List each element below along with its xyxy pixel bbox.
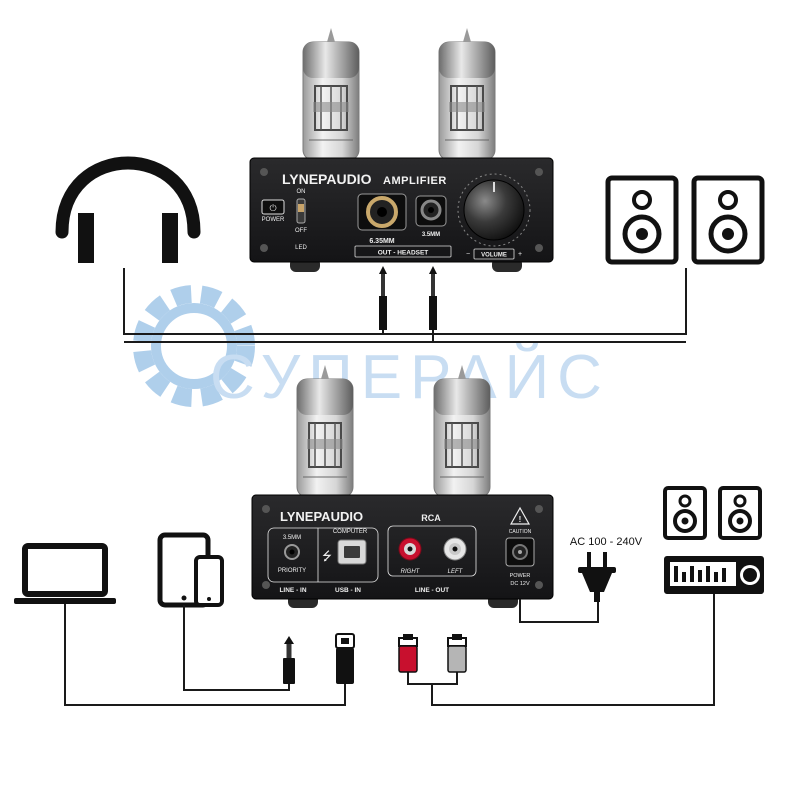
line-in-label: LINE - IN <box>279 587 306 594</box>
laptop-icon <box>14 543 116 604</box>
watermark-text: СУПЕРАЙС <box>210 342 610 412</box>
front-model: AMPLIFIER <box>383 175 447 187</box>
power-input-label: POWER <box>510 573 531 579</box>
line-out-label: LINE - OUT <box>415 587 449 594</box>
speaker-icon <box>691 175 765 265</box>
small-speaker-icon <box>663 486 707 540</box>
priority-label: PRIORITY <box>278 568 306 574</box>
back-brand: LYNEPAUDIO <box>280 509 363 524</box>
switch-on-label: ON <box>297 189 306 195</box>
computer-label: COMPUTER <box>333 529 368 535</box>
jack-6-35-label: 6.35MM <box>369 238 394 245</box>
volume-label: VOLUME <box>481 253 507 259</box>
led-label: LED <box>295 245 307 251</box>
small-speaker-icon <box>718 486 762 540</box>
caution-label: CAUTION <box>509 529 532 535</box>
headphones-icon <box>55 156 201 263</box>
amplifier-front: LYNEPAUDIO AMPLIFIER ⏻ POWER ON OFF LED … <box>249 27 554 272</box>
usb-plug-icon <box>335 633 355 684</box>
rca-left-label: LEFT <box>448 569 464 575</box>
power-button-label: POWER <box>262 217 285 223</box>
speaker-icon <box>605 175 679 265</box>
caution-icon <box>509 506 531 525</box>
usb-in-label: USB - IN <box>335 587 361 594</box>
line-in-plug-icon <box>283 636 295 684</box>
plug-3-5-icon <box>429 266 437 330</box>
rca-white-plug-icon <box>447 634 467 673</box>
switch-off-label: OFF <box>295 228 307 234</box>
volume-knob[interactable] <box>463 179 525 241</box>
volume-minus: − <box>466 251 470 258</box>
jack-3-5-label: 3.5MM <box>422 232 440 238</box>
headset-output-label: OUT - HEADSET <box>378 250 429 257</box>
ac-voltage-label: AC 100 - 240V <box>570 536 643 548</box>
smartphone-icon <box>194 555 224 607</box>
power-button[interactable] <box>261 199 285 215</box>
external-amplifier-icon <box>664 556 764 594</box>
volume-plus: + <box>518 251 522 258</box>
svg-text:!: ! <box>519 515 522 524</box>
gear-logo-icon <box>133 285 255 407</box>
bottom-wiring <box>64 594 715 706</box>
plug-6-35-icon <box>379 266 387 330</box>
amplifier-back: LYNEPAUDIO 3.5MM PRIORITY COMPUTER ⭍ LIN… <box>251 364 554 608</box>
rca-red-plug-icon <box>398 634 418 673</box>
back-jack-3-5-label: 3.5MM <box>283 535 301 541</box>
ac-power-plug-icon <box>578 552 616 602</box>
dc-voltage-label: DC 12V <box>510 581 530 587</box>
watermark: СУПЕРАЙС <box>133 285 610 412</box>
rca-title: RCA <box>421 513 441 523</box>
power-icon: ⏻ <box>269 203 276 213</box>
usb-icon: ⭍ <box>322 549 332 563</box>
rca-right-label: RIGHT <box>401 569 421 575</box>
front-brand: LYNEPAUDIO <box>282 171 372 187</box>
